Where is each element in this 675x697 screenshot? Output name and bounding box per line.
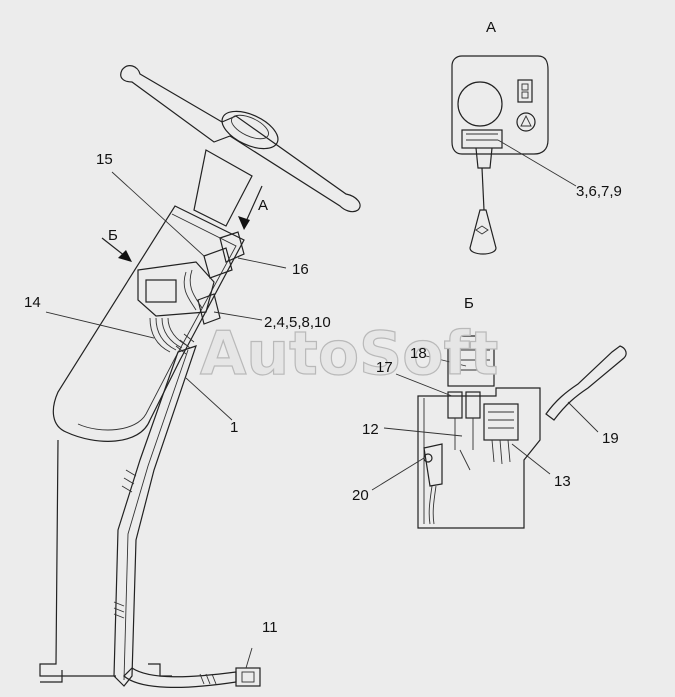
view-b-inset: [417, 335, 627, 529]
leader-lines: [45, 139, 599, 669]
steering-wheel: [120, 65, 361, 213]
mounting-bracket: [39, 439, 172, 683]
callout-12: 12: [362, 421, 379, 438]
switch-unit: [137, 261, 221, 325]
harness-11: [113, 333, 261, 688]
callout-13: 13: [554, 473, 571, 490]
callout-14: 14: [24, 294, 41, 311]
callout-2-4-5-8-10: 2,4,5,8,10: [264, 314, 331, 331]
wire-bundle: [149, 269, 203, 353]
panel-a: [451, 55, 549, 155]
column-shroud: [52, 205, 245, 442]
view-a-title: А: [486, 19, 496, 36]
callout-20: 20: [352, 487, 369, 504]
view-a-inset: [451, 55, 549, 255]
panel-b: [417, 387, 541, 529]
callout-19: 19: [602, 430, 619, 447]
callout-18: 18: [410, 345, 427, 362]
labels: А А Б Б 15 16 2,4,5,8,10 14 1 11 3,6,7,9…: [24, 19, 622, 636]
callout-11: 11: [262, 619, 278, 636]
view-a-arrow-label: А: [258, 197, 268, 214]
view-b-arrow-label: Б: [108, 227, 118, 244]
callout-3-6-7-9: 3,6,7,9: [576, 183, 622, 200]
callout-15: 15: [96, 151, 113, 168]
callout-17: 17: [376, 359, 393, 376]
steering-column-assembly: [39, 65, 361, 688]
callout-1: 1: [230, 419, 238, 436]
view-b-title: Б: [464, 295, 474, 312]
callout-16: 16: [292, 261, 309, 278]
watermark: AutoSoft: [200, 319, 498, 389]
connector-16: [203, 231, 245, 279]
